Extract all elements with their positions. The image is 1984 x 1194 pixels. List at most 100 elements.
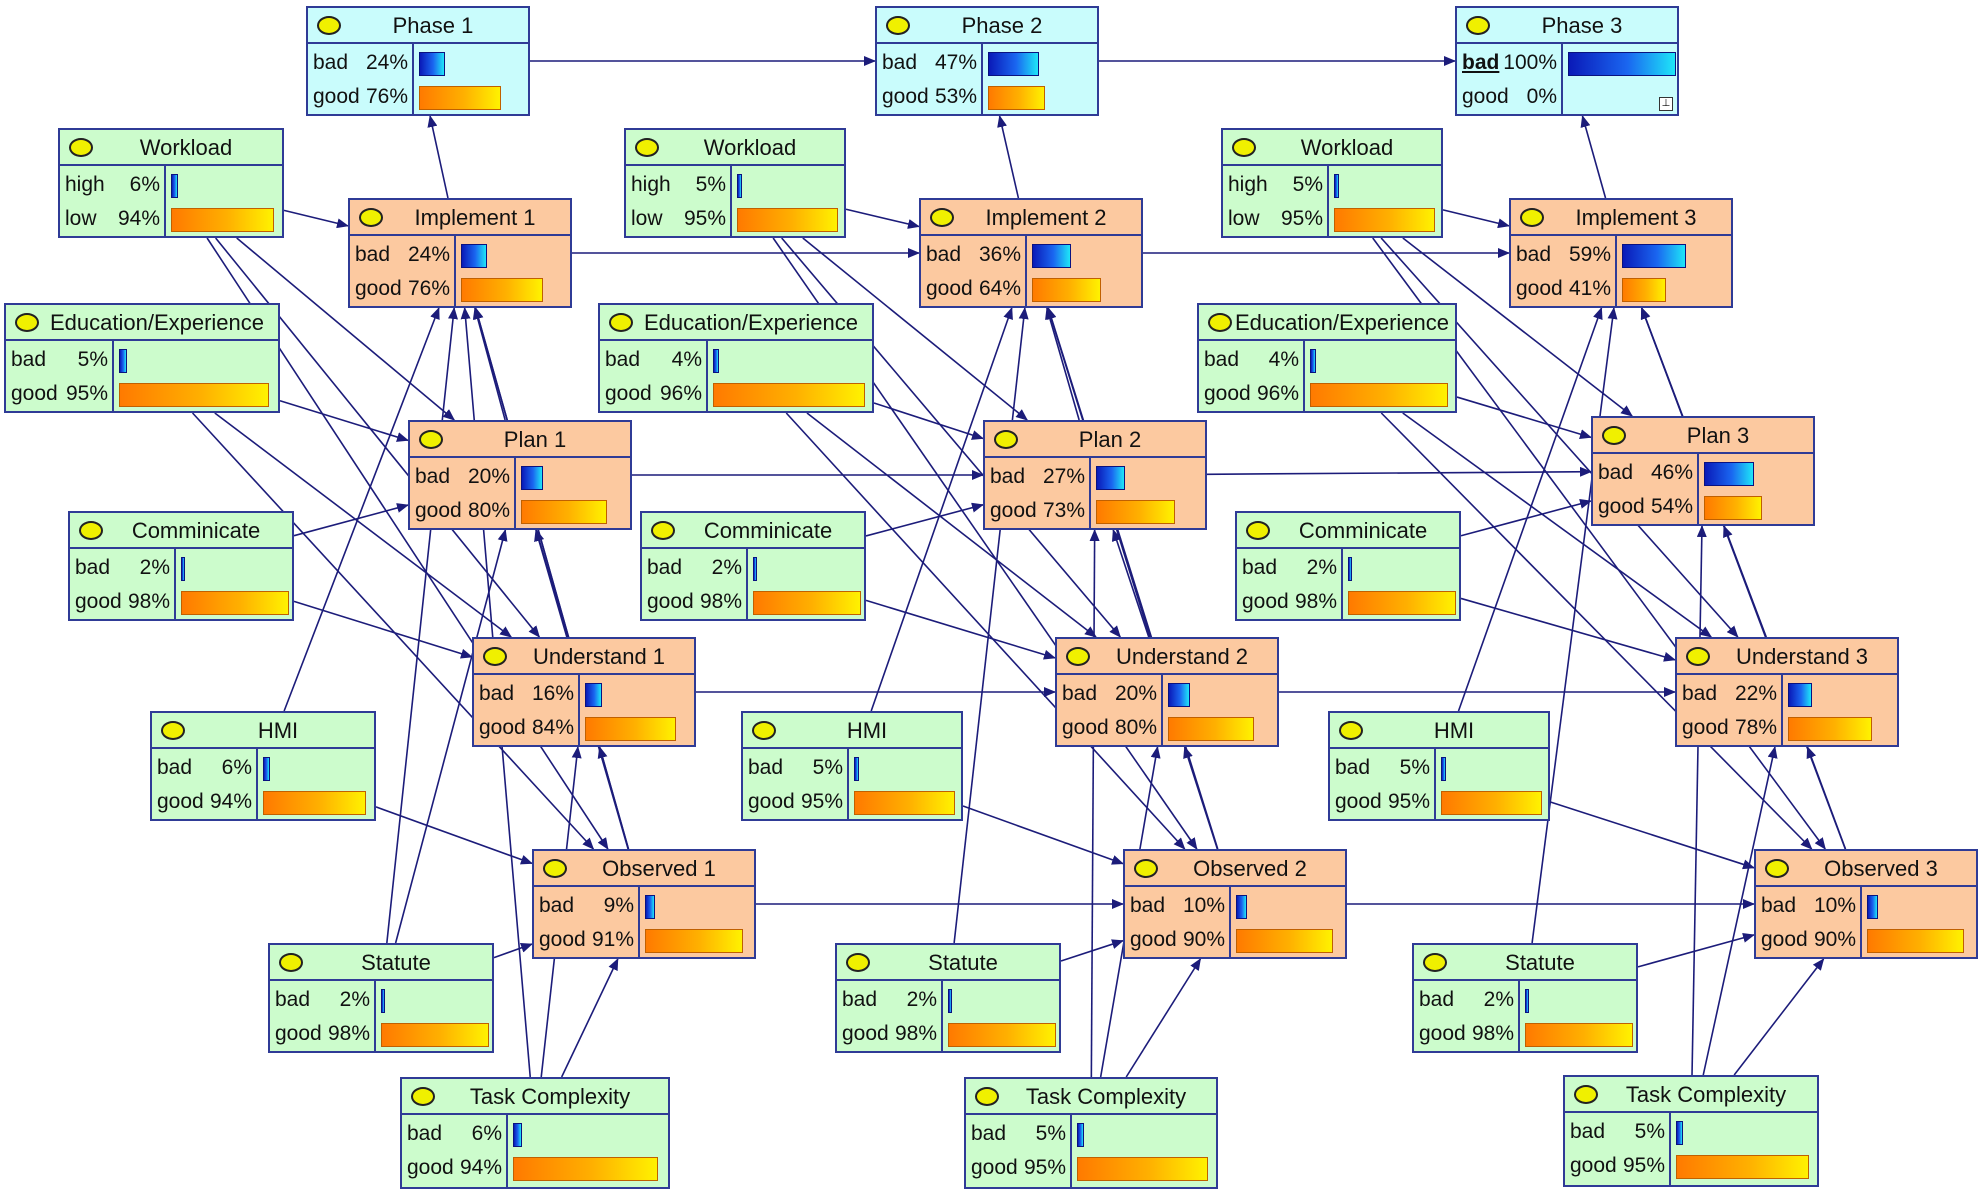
node-header[interactable]: Statute bbox=[837, 945, 1059, 981]
node-header[interactable]: Statute bbox=[270, 945, 492, 981]
node-header[interactable]: Understand 1 bbox=[474, 639, 694, 675]
node-header[interactable]: Phase 1 bbox=[308, 8, 528, 44]
node-header[interactable]: HMI bbox=[152, 713, 374, 749]
node-header[interactable]: Understand 3 bbox=[1677, 639, 1897, 675]
node-header[interactable]: Plan 3 bbox=[1593, 418, 1813, 454]
node-header[interactable]: HMI bbox=[743, 713, 961, 749]
node-header[interactable]: Observed 1 bbox=[534, 851, 754, 887]
node-header[interactable]: Observed 2 bbox=[1125, 851, 1345, 887]
node-header[interactable]: Implement 3 bbox=[1511, 200, 1731, 236]
node-header[interactable]: Implement 2 bbox=[921, 200, 1141, 236]
node-header[interactable]: Education/Experience bbox=[600, 305, 872, 341]
node-header[interactable]: Plan 1 bbox=[410, 422, 630, 458]
node-header[interactable]: Task Complexity bbox=[966, 1079, 1216, 1115]
node-header[interactable]: Comminicate bbox=[1237, 513, 1459, 549]
node-header[interactable]: Workload bbox=[626, 130, 844, 166]
node-header[interactable]: Comminicate bbox=[642, 513, 864, 549]
node-header[interactable]: Task Complexity bbox=[1565, 1077, 1817, 1113]
node-header[interactable]: Observed 3 bbox=[1756, 851, 1976, 887]
node-header[interactable]: Workload bbox=[60, 130, 282, 166]
node-header[interactable]: Education/Experience bbox=[1199, 305, 1455, 341]
node-header[interactable]: Understand 2 bbox=[1057, 639, 1277, 675]
node-header[interactable]: Phase 2 bbox=[877, 8, 1097, 44]
